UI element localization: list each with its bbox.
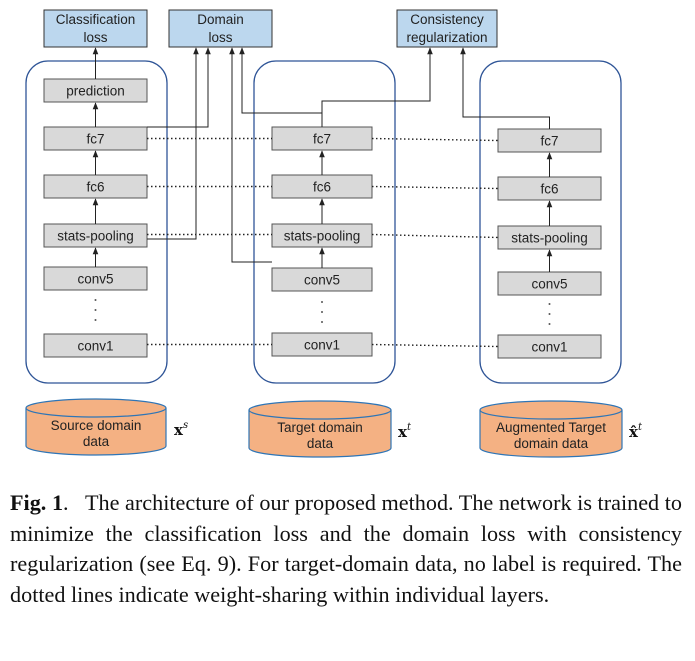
source-symbol-base: x: [174, 421, 184, 439]
augmented-fc6-label: fc6: [540, 182, 558, 197]
consistency-label-2: regularization: [406, 30, 487, 45]
loss-connection-lines: [147, 47, 550, 263]
classification-loss-label-1: Classification: [56, 12, 136, 27]
domain-loss-label-2: loss: [208, 30, 232, 45]
target-fc7-layer: fc7: [271, 126, 373, 151]
target-stats-pooling-label: stats-pooling: [284, 229, 361, 244]
augmented-data-label-1: Augmented Target: [496, 420, 606, 435]
figure-caption: Fig. 1. The architecture of our proposed…: [10, 488, 682, 610]
caption-label: Fig. 1: [10, 490, 64, 515]
caption-sep: .: [63, 490, 69, 515]
source-domain-data-cylinder: Source domain data: [25, 398, 167, 456]
domain-loss-label-1: Domain: [197, 12, 244, 27]
augmented-stats-pooling-layer: stats-pooling: [497, 225, 602, 250]
source-data-label-2: data: [83, 434, 110, 449]
target-fc7-label: fc7: [313, 132, 331, 147]
augmented-symbol: x̂t: [629, 422, 643, 441]
source-data-label-1: Source domain: [51, 418, 142, 433]
source-conv5-label: conv5: [77, 272, 113, 287]
target-conv1-layer: conv1: [271, 332, 373, 357]
source-fc7-layer: fc7: [43, 126, 148, 151]
target-data-label-2: data: [307, 436, 334, 451]
source-prediction-layer: prediction: [43, 78, 148, 103]
caption-text: The architecture of our proposed method.…: [10, 490, 682, 607]
architecture-diagram: Classification loss Domain loss Consiste…: [25, 9, 643, 458]
target-network-group: [253, 60, 396, 384]
target-data-label-1: Target domain: [277, 420, 363, 435]
target-fc6-label: fc6: [313, 180, 331, 195]
classification-loss-box: Classification loss: [43, 9, 148, 48]
source-symbol: xs: [174, 420, 188, 439]
source-fc6-label: fc6: [86, 180, 104, 195]
augmented-conv5-layer: conv5: [497, 271, 602, 296]
target-conv1-label: conv1: [304, 338, 340, 353]
source-stats-pooling-layer: stats-pooling: [43, 223, 148, 248]
target-conv5-layer: conv5: [271, 267, 373, 292]
layer-ellipsis-dots: [94, 299, 551, 325]
source-conv5-layer: conv5: [43, 266, 148, 291]
target-domain-data-cylinder: Target domain data: [248, 400, 392, 458]
source-conv1-label: conv1: [77, 339, 113, 354]
augmented-conv1-label: conv1: [531, 340, 567, 355]
augmented-symbol-sup: t: [638, 422, 643, 433]
augmented-domain-data-cylinder: Augmented Target domain data: [479, 400, 623, 458]
target-conv5-label: conv5: [304, 273, 340, 288]
source-fc6-layer: fc6: [43, 174, 148, 199]
weight-sharing-dotted-lines: [147, 137, 499, 348]
target-symbol: xt: [398, 422, 412, 441]
augmented-fc7-layer: fc7: [497, 128, 602, 153]
source-conv1-layer: conv1: [43, 333, 148, 358]
source-network-group: [25, 60, 168, 384]
source-fc7-label: fc7: [86, 132, 104, 147]
augmented-conv5-label: conv5: [531, 277, 567, 292]
augmented-symbol-base: x̂: [629, 423, 639, 441]
augmented-stats-pooling-label: stats-pooling: [511, 231, 588, 246]
augmented-conv1-layer: conv1: [497, 334, 602, 359]
augmented-data-label-2: domain data: [514, 436, 589, 451]
source-symbol-sup: s: [183, 420, 188, 431]
forward-arrows: [92, 47, 553, 272]
target-fc6-layer: fc6: [271, 174, 373, 199]
target-symbol-base: x: [398, 423, 408, 441]
source-stats-pooling-label: stats-pooling: [57, 229, 134, 244]
target-stats-pooling-layer: stats-pooling: [271, 223, 373, 248]
consistency-label-1: Consistency: [410, 12, 484, 27]
source-prediction-label: prediction: [66, 84, 125, 99]
target-symbol-sup: t: [407, 422, 412, 433]
classification-loss-label-2: loss: [83, 30, 107, 45]
augmented-network-group: [479, 60, 622, 384]
consistency-regularization-box: Consistency regularization: [396, 9, 498, 48]
augmented-fc6-layer: fc6: [497, 176, 602, 201]
augmented-fc7-label: fc7: [540, 134, 558, 149]
domain-loss-box: Domain loss: [168, 9, 273, 48]
